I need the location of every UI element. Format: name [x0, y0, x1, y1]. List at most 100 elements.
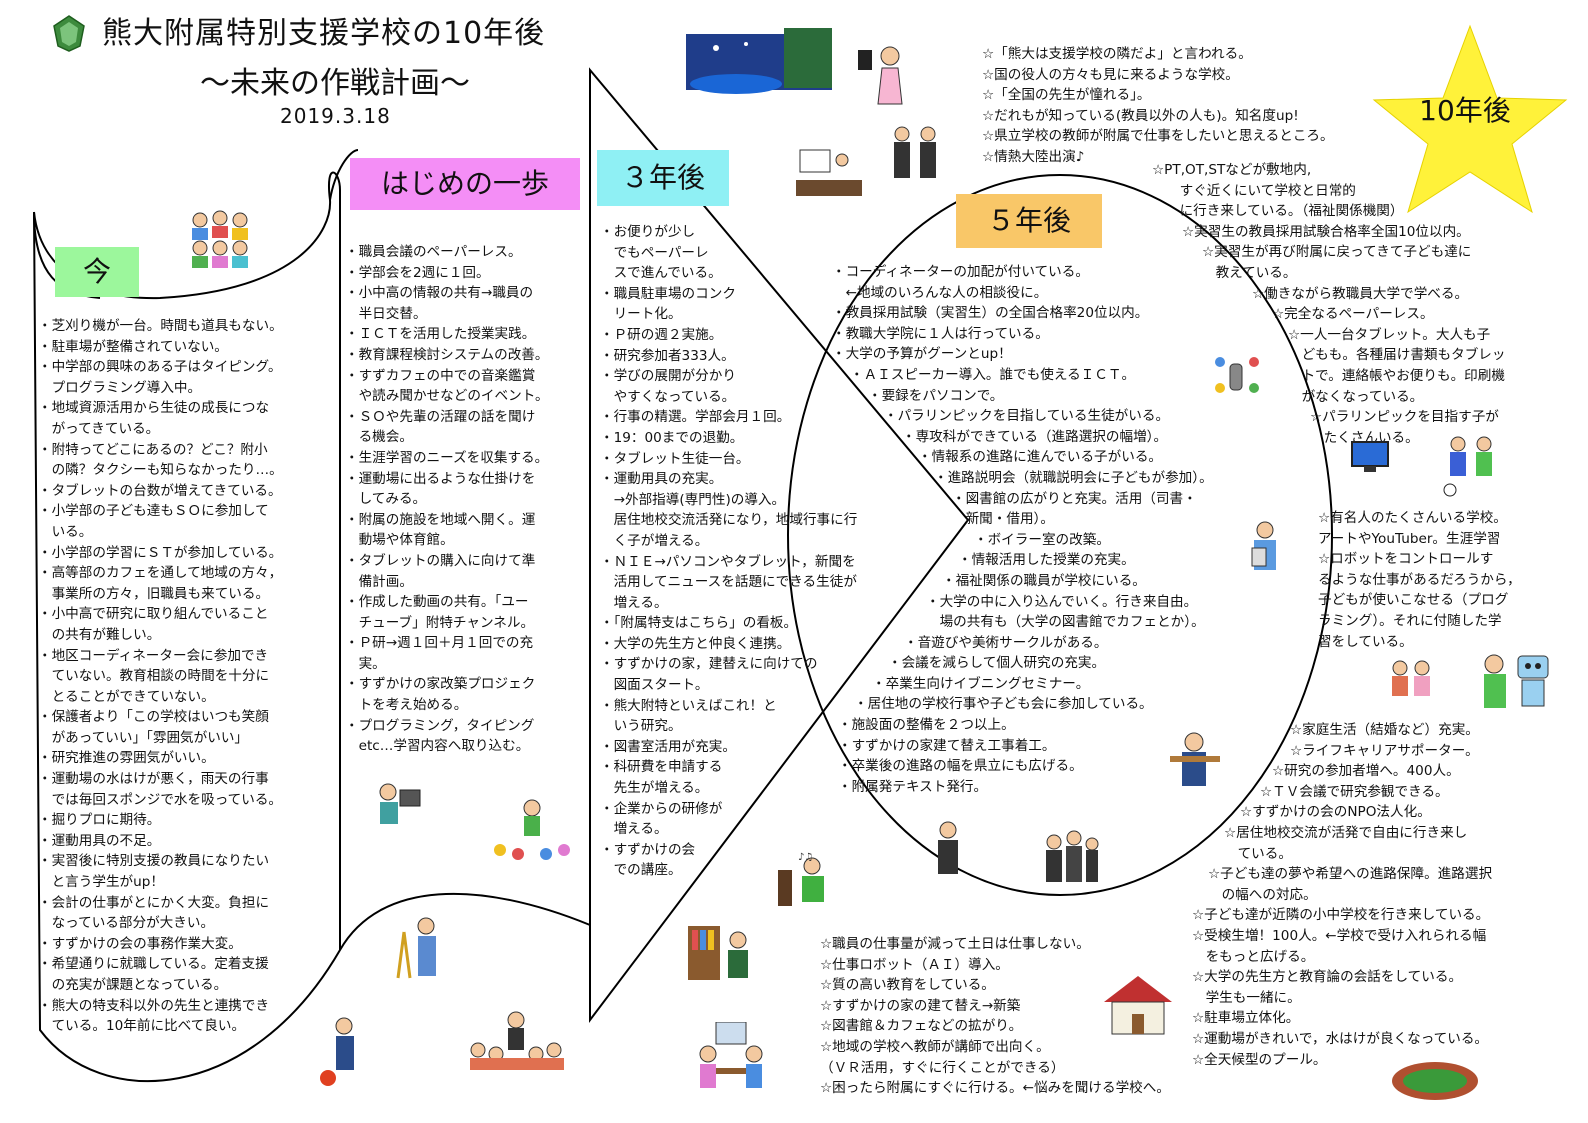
lawnmower-icon — [316, 1016, 366, 1092]
list-item: や読み聞かせなどのイベント。 — [345, 388, 549, 405]
list-item: ・すずかけの家，建替えに向けての — [600, 656, 818, 673]
list-item: では毎回スポンジで水を吸っている。 — [38, 791, 283, 808]
list-item: リート化。 — [600, 306, 682, 323]
list-item: 習をしている。 — [1318, 633, 1413, 650]
list-item: ラミング）。それに付随した学 — [1318, 612, 1502, 629]
list-item: ・卒業後の進路の幅を県立にも広げる。 — [838, 758, 1083, 775]
list-item: ☆ライフキャリアサポーター。 — [1290, 742, 1479, 759]
list-item: ☆子ども達が近隣の小中学校を行き来している。 — [1192, 907, 1490, 924]
list-item: ☆仕事ロボット（ＡＩ）導入。 — [820, 956, 1009, 973]
three-years-list: ・お便りが少し でもペーパーレ スで進んでいる。・職員駐車場のコンク リート化。… — [600, 222, 857, 881]
list-item: の隣？タクシーも知らなかったり…。 — [38, 462, 283, 479]
list-item: （ＶＲ活用，すぐに行くことができる） — [820, 1059, 1065, 1076]
list-item: ・タブレット生徒一台。 — [600, 450, 750, 467]
list-item: での講座。 — [600, 862, 682, 879]
list-item: 図面スタート。 — [600, 677, 709, 694]
lecture-screen-icon — [796, 146, 862, 202]
list-item: ・施設面の整備を２つ以上。 — [838, 717, 1015, 734]
list-item: ☆居住地校交流が活発で自由に行き来し — [1224, 824, 1468, 841]
list-item: ☆受検生増！100人。←学校で受け入れられる幅 — [1192, 927, 1487, 944]
staff-group-icon — [1040, 830, 1100, 888]
list-item: 先生が増える。 — [600, 780, 709, 797]
list-item: く子が増える。 — [600, 532, 709, 549]
list-item: ・教員採用試験（実習生）の全国合格率20位以内。 — [832, 305, 1149, 322]
house-icon — [1100, 972, 1176, 1042]
now-list: ・芝刈り機が一台。時間も道具もない。・駐車場が整備されていない。・中学部の興味の… — [38, 316, 283, 1037]
list-item: ・運動場に出るような仕掛けを — [345, 470, 536, 487]
list-item: やすくなっている。 — [600, 388, 736, 405]
list-item: ・小中高の情報の共有→職員の — [345, 285, 534, 302]
track-field-icon — [1390, 1060, 1480, 1106]
list-item: ・すずかけの会の事務作業大変。 — [38, 935, 242, 952]
list-item: ☆ＴＶ会議で研究参観できる。 — [1260, 783, 1449, 800]
list-item: ・情報活用した授業の充実。 — [958, 552, 1135, 569]
list-item: ☆実習生の教員採用試験合格率全国10位以内。 — [1182, 223, 1470, 240]
label-now: 今 — [55, 247, 139, 297]
list-item: すぐ近くにいて学校と日常的 — [1166, 182, 1356, 199]
list-item: ☆困ったら附属にすぐに行ける。←悩みを聞ける学校へ。 — [820, 1080, 1170, 1097]
list-item: ・タブレットの購入に向けて準 — [345, 552, 536, 569]
students-group-icon — [188, 208, 252, 276]
list-item: ・Ｐ研の週２実施。 — [600, 326, 723, 343]
list-item: ・すずかけの家改築プロジェク — [345, 676, 536, 693]
soccer-icon — [1440, 434, 1500, 502]
list-item: ・附特ってどこにあるの？どこ？附小 — [38, 441, 268, 458]
ten-years-star — [1372, 24, 1568, 214]
list-item: ・ＩＣＴを活用した授業実践。 — [345, 326, 536, 343]
list-item: ☆「全国の先生が憧れる」。 — [982, 87, 1151, 104]
list-item: スで進んでいる。 — [600, 265, 722, 282]
storytime-icon — [490, 796, 574, 868]
list-item: トを考え始める。 — [345, 697, 468, 714]
list-item: ・図書館の広がりと充実。活用（司書・ — [952, 490, 1197, 507]
list-item: ・中学部の興味のある子はタイピング。 — [38, 359, 282, 376]
list-item: ☆家庭生活（結婚など）充実。 — [1290, 722, 1479, 738]
list-item: 増える。 — [600, 594, 668, 611]
list-item: ・小学部の学習にＳＴが参加している。 — [38, 544, 283, 561]
list-item: なっている部分が大きい。 — [38, 915, 215, 932]
list-item: ☆すずかけの会のNPO法人化。 — [1240, 804, 1431, 821]
list-item: ☆働きながら教職員大学で学べる。 — [1252, 285, 1469, 302]
list-item: 活用してニュースを話題にできる生徒が — [600, 574, 857, 591]
list-item: ・専攻科ができている（進路選択の幅増）。 — [902, 428, 1168, 445]
list-item: がなくなっている。 — [1288, 388, 1424, 405]
surveyor-icon — [396, 912, 442, 986]
list-item: に行き来している。（福祉関係機関） — [1166, 203, 1404, 220]
stage-building-icon — [686, 28, 832, 100]
list-item: ・コーディネーターの加配が付いている。 — [832, 264, 1089, 280]
first-step-list: ・職員会議のペーパーレス。・学部会を2週に１回。・小中高の情報の共有→職員の 半… — [345, 242, 549, 757]
list-item: ・すずカフェの中での音楽鑑賞 — [345, 367, 536, 384]
list-item: 居住地校交流活発になり，地域行事に行 — [600, 512, 858, 529]
list-item: ☆実習生が再び附属に戻ってきて子ども達に — [1202, 244, 1472, 261]
list-item: ☆地域の学校へ教師が講師で出向く。 — [820, 1038, 1050, 1055]
list-item: 増える。 — [600, 821, 668, 838]
list-item: ・熊大の特支科以外の先生と連携でき — [38, 997, 270, 1014]
list-item: アートやYouTuber。生涯学習 — [1318, 530, 1501, 547]
list-item: ・附属の施設を地域へ開く。運 — [345, 511, 536, 528]
list-item: るような仕事があるだろうから， — [1318, 571, 1521, 588]
list-item: の幅への対応。 — [1208, 886, 1317, 903]
list-item: ☆子ども達の夢や希望への進路保障。進路選択 — [1208, 866, 1493, 883]
list-item: ・小学部の子ども達もＳＯに参加して — [38, 503, 269, 520]
carpenter-icon — [1170, 730, 1220, 794]
list-item: ☆ロボットをコントロールす — [1318, 551, 1494, 568]
label-three-years: ３年後 — [597, 150, 729, 206]
list-item: る機会。 — [345, 429, 413, 446]
ten-years-bottom-list: ☆職員の仕事量が減って土日は仕事しない。☆仕事ロボット（ＡＩ）導入。☆質の高い教… — [820, 934, 1170, 1099]
list-item: ・教育課程検討システムの改善。 — [345, 346, 549, 363]
list-item: 新聞・借用）。 — [952, 511, 1054, 528]
page-title: 熊大附属特別支援学校の10年後 — [102, 16, 546, 51]
list-item: ・小中高で研究に取り組んでいること — [38, 606, 269, 623]
music-listener-icon: ♪♫ — [778, 852, 832, 914]
list-item: ている。10年前に比べて良い。 — [38, 1018, 246, 1035]
list-item: ☆PT,OT,STなどが敷地内, — [1152, 162, 1312, 178]
label-five-years: ５年後 — [956, 194, 1102, 248]
list-item: ・運動場の水はけが悪く，雨天の行事 — [38, 771, 269, 788]
list-item: 教えている。 — [1202, 264, 1297, 281]
list-item: トで。連絡帳やお便りも。印刷機 — [1288, 367, 1505, 384]
page-subtitle: ～未来の作戦計画～ — [200, 66, 470, 101]
list-item: ・生涯学習のニーズを収集する。 — [345, 449, 549, 466]
ten-years-top-list: ☆「熊大は支援学校の隣だよ」と言われる。☆国の役人の方々も見に来るような学校。☆… — [982, 44, 1334, 168]
list-item: ・ＳＯや先輩の活躍の話を聞け — [345, 408, 536, 425]
list-item: ・進路説明会（就職説明会に子どもが参加）。 — [934, 469, 1213, 486]
list-item: etc…学習内容へ取り込む。 — [345, 738, 530, 755]
